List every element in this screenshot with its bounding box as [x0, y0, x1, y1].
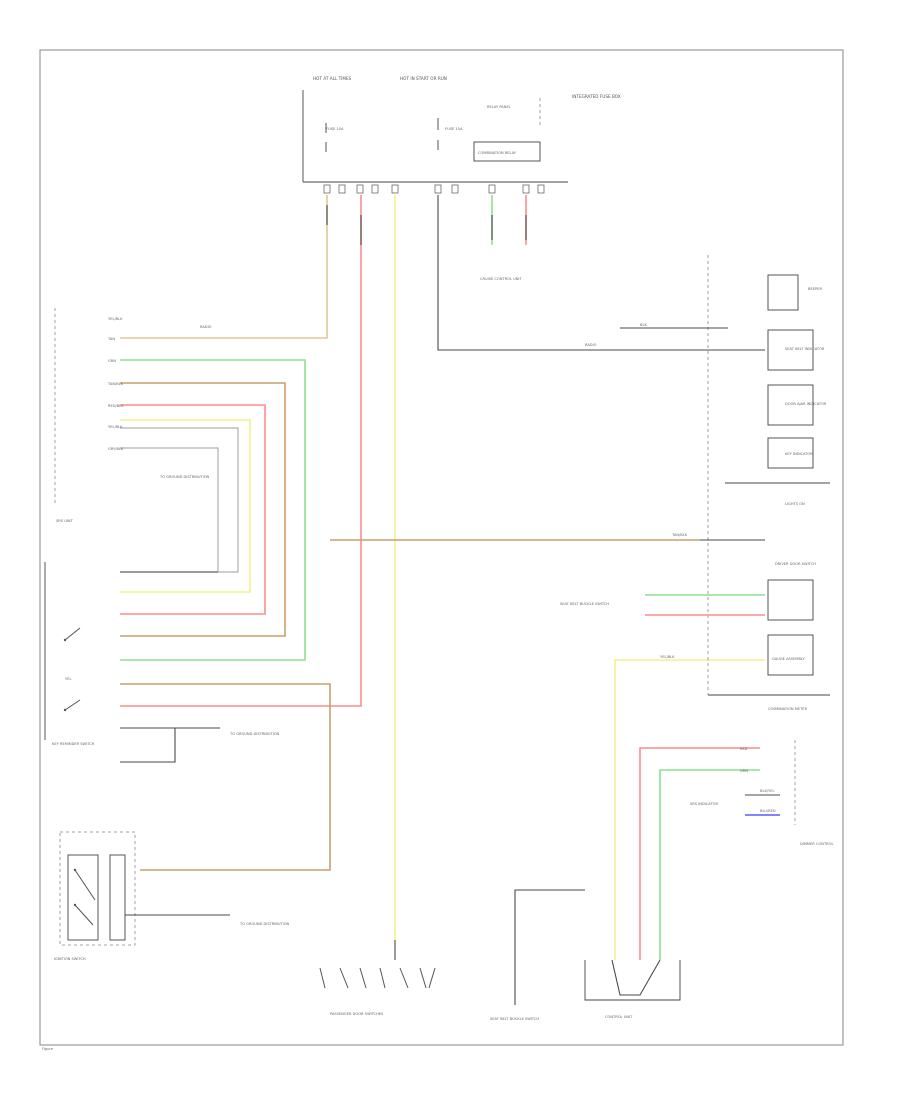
combination-meter-label: COMBINATION METER [768, 707, 808, 711]
fuse-box: HOT AT ALL TIMES HOT IN START OR RUN FUS… [302, 76, 621, 194]
combination-meter-block: COMBINATION METER BEEPER SEAT BELT INDIC… [330, 255, 830, 711]
combination-relay-label: COMBINATION RELAY [478, 151, 517, 155]
beeper-label: BEEPER [808, 287, 822, 291]
wire-label-5: RED/BLK [108, 404, 124, 408]
door-switches-label: PASSENGER DOOR SWITCHES [330, 1012, 384, 1016]
control-unit-label: CONTROL UNIT [605, 1015, 633, 1019]
wire-label-2: TAN [107, 337, 115, 341]
wire-label-4: TAN/BLK [107, 382, 124, 386]
ground-note-3: TO GROUND DISTRIBUTION [239, 922, 290, 926]
dimmer-label: DIMMER CONTROL [800, 842, 834, 846]
seatbelt-indicator-label: SEAT BELT INDICATOR [785, 347, 825, 351]
ground-note-label: TO GROUND DISTRIBUTION [159, 475, 210, 479]
srs-indicator-label: SRS INDICATOR [690, 802, 718, 806]
seatbelt-indicator-box [767, 329, 814, 371]
wire-label-12: BLK/YEL [760, 789, 775, 793]
srs-unit-label: SRS UNIT [56, 519, 74, 523]
key-indicator-box [767, 437, 814, 469]
key-reminder-block: YEL TO GROUND DISTRIBUTION KEY REMINDER … [44, 562, 331, 871]
fuse-b-label: FUSE 15A [445, 127, 463, 131]
key-reminder-switch-inner: YEL [65, 677, 71, 681]
beeper-box [767, 274, 799, 311]
door-switch-side-label: SEAT BELT BUCKLE SWITCH [560, 602, 609, 606]
ignition-note: KEY REMINDER SWITCH [52, 742, 95, 746]
seatbelt-block: SEAT BELT BUCKLE SWITCH CONTROL UNIT RED… [490, 659, 834, 1021]
wire-label-4b: TAN/BLK [671, 533, 688, 537]
wire-label-11: RED [740, 747, 748, 751]
seat-belt-buckle-label: SEAT BELT BUCKLE SWITCH [490, 1017, 539, 1021]
diagram-frame [39, 49, 844, 1046]
left-connector-block: YEL/BLK TAN RADIO GRN TAN/BLK RED/BLK YE… [54, 308, 306, 661]
wire-label-13: BLU/RED [760, 809, 776, 813]
ignition-switch-icon [74, 869, 96, 926]
radio-label: RADIO [200, 325, 212, 329]
cluster-label: GAUGE ASSEMBLY [772, 657, 805, 661]
wire-label-6: YEL/BLK [108, 425, 123, 429]
main-wires: CRUISE CONTROL UNIT [120, 195, 765, 940]
hot-in-start-label: HOT IN START OR RUN [400, 76, 447, 81]
wire-label-10: GRN [740, 769, 748, 773]
lights-on-label: LIGHTS ON [785, 502, 805, 506]
fuse-a-label: FUSE 10A [326, 127, 344, 131]
cruise-control-label: CRUISE CONTROL UNIT [480, 277, 522, 281]
key-indicator-label: KEY INDICATOR [785, 452, 813, 456]
ignition-switch-block: TO GROUND DISTRIBUTION IGNITION SWITCH [54, 831, 290, 961]
door-switch-block: PASSENGER DOOR SWITCHES [319, 940, 436, 1016]
wire-label-3: GRN [108, 359, 116, 363]
radio-right-label: RADIO [585, 343, 597, 347]
ground-note-2: TO GROUND DISTRIBUTION [229, 732, 280, 736]
relay-panel-label: RELAY PANEL [487, 105, 511, 109]
wire-label-1: YEL/BLK [108, 317, 123, 321]
combination-relay-box [473, 141, 541, 162]
footer-label: Figure [42, 1047, 54, 1051]
hot-at-all-times-label: HOT AT ALL TIMES [313, 76, 352, 81]
cluster-box [767, 634, 814, 676]
ignition-switch-label: IGNITION SWITCH [54, 957, 86, 961]
wire-label-1b: YEL/BLK [660, 655, 675, 659]
fuse-box-label: INTEGRATED FUSE BOX [572, 94, 621, 99]
wire-label-7: GRY/BLK [108, 447, 124, 451]
door-indicator-label: DOOR AJAR INDICATOR [785, 402, 827, 406]
driver-door-switch-label: DRIVER DOOR SWITCH [775, 562, 816, 566]
door-indicator-box [767, 384, 814, 426]
driver-door-box [767, 579, 814, 621]
key-switch-icon [64, 627, 81, 711]
wire-label-9: BLK [640, 323, 647, 327]
door-switch-icons [319, 967, 436, 989]
